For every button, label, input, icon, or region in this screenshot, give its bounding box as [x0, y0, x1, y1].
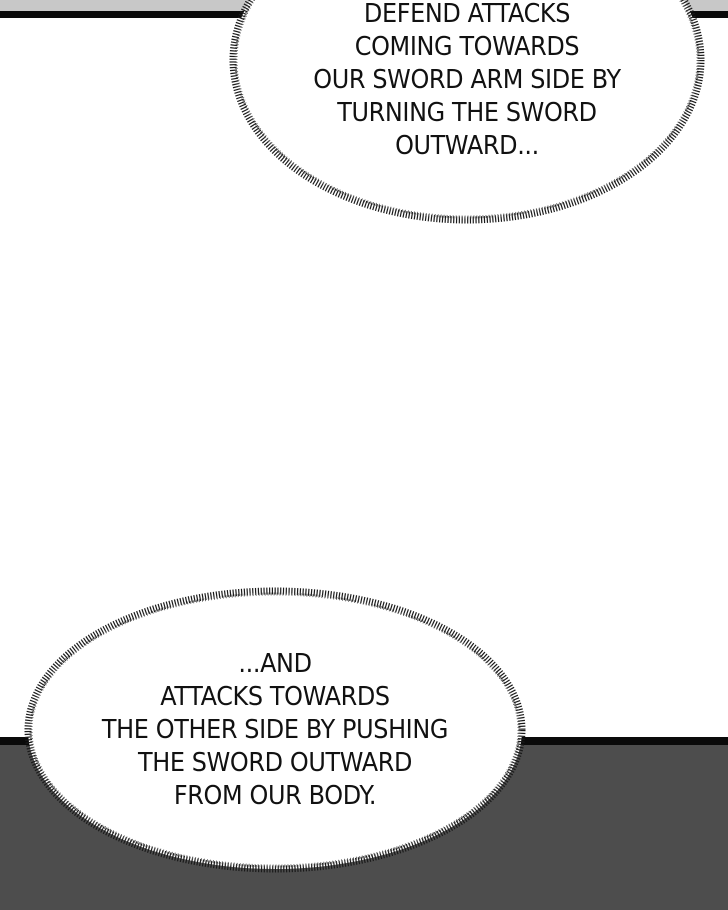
- bubble-line: OUR SWORD ARM SIDE BY: [313, 65, 621, 95]
- bubble-line: FROM OUR BODY.: [173, 781, 377, 811]
- bubble-line: DEFEND ATTACKS: [363, 0, 571, 29]
- bubble-line: TURNING THE SWORD: [337, 98, 597, 128]
- bubble-text-bottom: ...AND ATTACKS TOWARDS THE OTHER SIDE BY…: [42, 648, 508, 813]
- bubble-line: ATTACKS TOWARDS: [160, 682, 390, 712]
- bubble-line: THE OTHER SIDE BY PUSHING: [101, 715, 449, 745]
- speech-bubble-bottom: ...AND ATTACKS TOWARDS THE OTHER SIDE BY…: [22, 585, 528, 875]
- bubble-outline-top: [229, 0, 705, 224]
- bubble-outline-bottom: [24, 587, 526, 873]
- bubble-line: OUTWARD...: [395, 131, 539, 161]
- bubble-line: THE SWORD OUTWARD: [137, 748, 413, 778]
- speech-bubble-top: DEFEND ATTACKS COMING TOWARDS OUR SWORD …: [226, 0, 708, 226]
- bubble-text-top: DEFEND ATTACKS COMING TOWARDS OUR SWORD …: [245, 0, 688, 163]
- bubble-line: ...AND: [238, 649, 312, 679]
- bubble-line: COMING TOWARDS: [354, 32, 580, 62]
